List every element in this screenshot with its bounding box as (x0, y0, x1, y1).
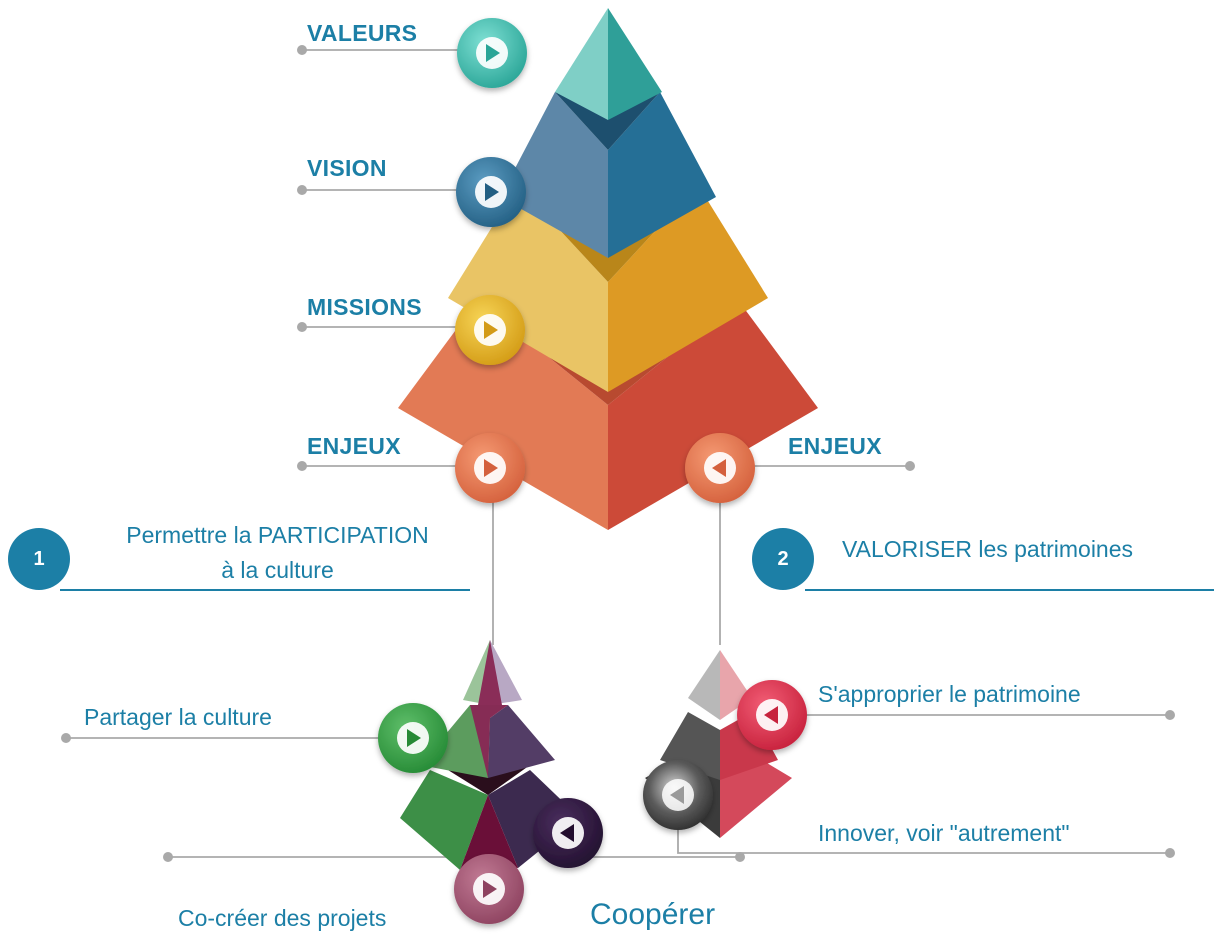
button-cooperer[interactable] (533, 798, 603, 868)
pyramid-level-enjeux-right (608, 300, 818, 530)
enjeu1-title-line1: Permettre la PARTICIPATION (126, 522, 429, 548)
button-enjeux-right[interactable] (685, 433, 755, 503)
play-icon (484, 459, 498, 477)
pyramid-level-enjeux-left (398, 300, 608, 530)
enjeu1-title-line2: à la culture (221, 557, 334, 583)
button-sapproprier[interactable] (737, 680, 807, 750)
enjeu2-title: VALORISER les patrimoines (842, 536, 1134, 562)
connector-dots (61, 45, 1175, 862)
label-missions: MISSIONS (307, 294, 422, 320)
label-partager: Partager la culture (84, 704, 272, 730)
label-cooperer: Coopérer (590, 898, 716, 931)
play-reverse-icon (712, 459, 726, 477)
play-icon (485, 183, 499, 201)
enjeu2-number-badge: 2 (752, 528, 814, 590)
pyramid-level-vision-left (500, 92, 608, 258)
pyramid-level-missions-right (608, 185, 768, 392)
play-reverse-icon (560, 824, 574, 842)
button-vision[interactable] (456, 157, 526, 227)
button-valeurs[interactable] (457, 18, 527, 88)
label-sapproprier: S'approprier le patrimoine (818, 681, 1081, 707)
play-icon (484, 321, 498, 339)
main-pyramid (398, 8, 818, 530)
button-innover[interactable] (643, 760, 713, 830)
pyramid-level-valeurs-right (608, 8, 662, 120)
pyramid-level-vision-right (608, 92, 716, 258)
label-innover: Innover, voir "autrement" (818, 820, 1070, 846)
button-partager[interactable] (378, 703, 448, 773)
play-reverse-icon (670, 786, 684, 804)
button-cocreer[interactable] (454, 854, 524, 924)
play-icon (407, 729, 421, 747)
label-enjeux-left: ENJEUX (307, 433, 401, 459)
play-icon (483, 880, 497, 898)
enjeu1-number-badge: 1 (8, 528, 70, 590)
play-icon (486, 44, 500, 62)
play-reverse-icon (764, 706, 778, 724)
button-enjeux-left[interactable] (455, 433, 525, 503)
button-missions[interactable] (455, 295, 525, 365)
pyramid-level-missions-left (448, 185, 608, 392)
connector-innover (677, 825, 1170, 854)
pyramid-level-valeurs-left (555, 8, 608, 120)
label-valeurs: VALEURS (307, 20, 418, 46)
label-enjeux-right: ENJEUX (788, 433, 882, 459)
label-vision: VISION (307, 155, 387, 181)
label-cocreer: Co-créer des projets (178, 905, 387, 931)
